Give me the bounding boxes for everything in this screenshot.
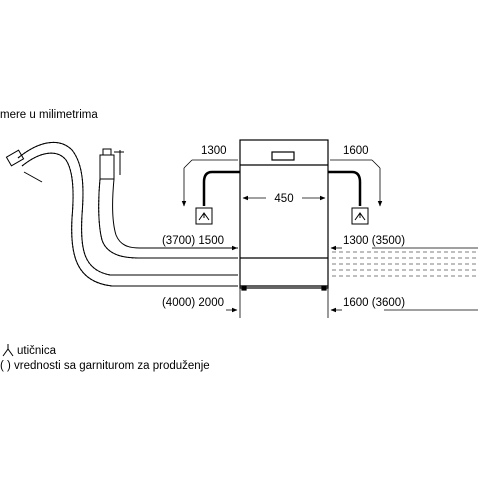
top-right-hose-label: 1600 xyxy=(343,145,369,157)
socket-right-icon xyxy=(351,207,369,225)
drain-hose xyxy=(17,141,238,287)
legend-socket-label: utičnica xyxy=(17,345,56,357)
hose-dimension-arrows xyxy=(226,245,478,313)
legend-brackets-label: ( ) vrednosti sa garniturom za produženj… xyxy=(0,360,210,372)
units-caption: mere u milimetrima xyxy=(0,109,98,121)
left-hose-upper-label: (3700) 1500 xyxy=(162,235,224,247)
top-dimension-lines xyxy=(181,159,383,207)
reference-lines xyxy=(239,140,329,318)
right-hose-upper-label: 1300 (3500) xyxy=(343,235,405,247)
socket-left-icon xyxy=(195,207,213,225)
left-hose-lower-label: (4000) 2000 xyxy=(162,297,224,309)
top-left-hose-label: 1300 xyxy=(201,145,227,157)
width-label: 450 xyxy=(274,193,293,205)
power-cords xyxy=(202,170,362,206)
drain-hose-end xyxy=(5,149,43,183)
floor-lines xyxy=(332,251,478,277)
legend-socket-icon xyxy=(2,344,14,357)
inlet-hose xyxy=(98,148,238,259)
right-hose-lower-label: 1600 (3600) xyxy=(343,297,405,309)
dishwasher-outline xyxy=(239,139,329,291)
